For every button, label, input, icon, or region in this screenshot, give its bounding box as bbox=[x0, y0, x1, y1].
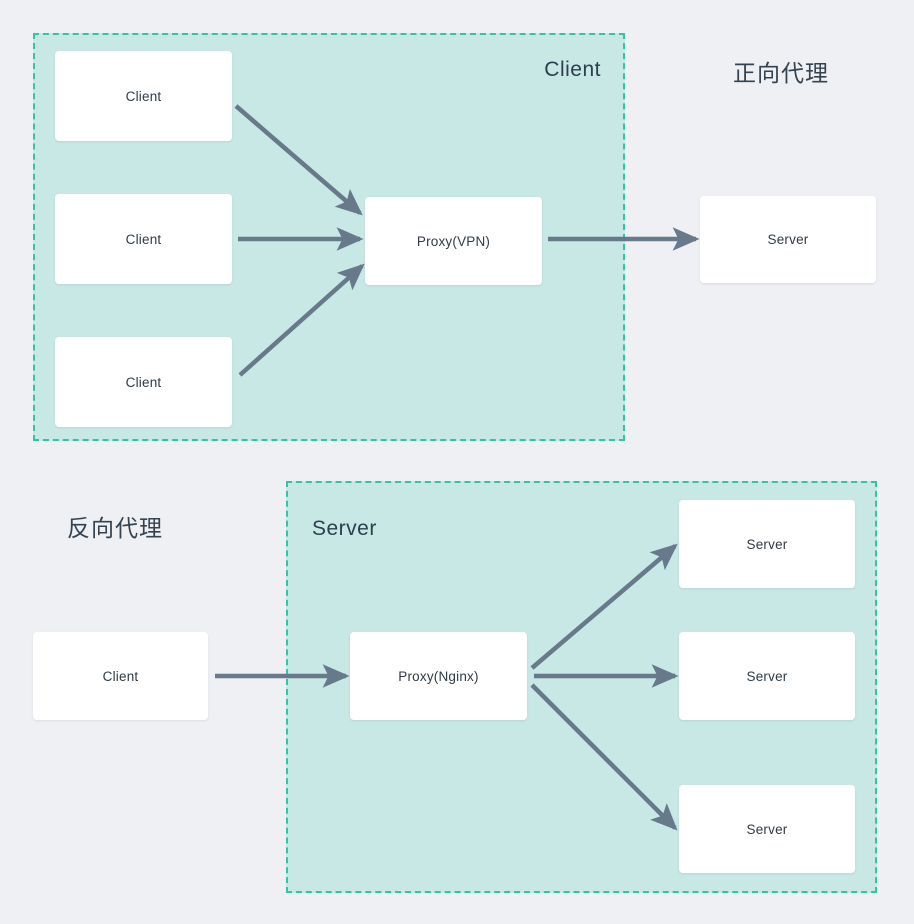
region-client-label: Client bbox=[544, 58, 601, 81]
node-server-2[interactable]: Server bbox=[679, 632, 855, 720]
node-client-1-label: Client bbox=[125, 88, 162, 104]
node-proxy-vpn[interactable]: Proxy(VPN) bbox=[365, 197, 542, 285]
node-client-2-label: Client bbox=[125, 231, 162, 247]
node-proxy-vpn-label: Proxy(VPN) bbox=[416, 233, 491, 249]
node-client-reverse[interactable]: Client bbox=[33, 632, 208, 720]
node-client-3[interactable]: Client bbox=[55, 337, 232, 427]
node-server-forward-label: Server bbox=[767, 232, 809, 247]
node-proxy-nginx[interactable]: Proxy(Nginx) bbox=[350, 632, 527, 720]
node-server-1-label: Server bbox=[746, 536, 788, 552]
node-proxy-nginx-label: Proxy(Nginx) bbox=[398, 668, 479, 684]
node-client-1[interactable]: Client bbox=[55, 51, 232, 141]
node-server-3[interactable]: Server bbox=[679, 785, 855, 873]
node-server-3-label: Server bbox=[746, 821, 788, 837]
title-reverse-proxy: 反向代理 bbox=[67, 515, 163, 541]
node-server-1[interactable]: Server bbox=[679, 500, 855, 588]
node-server-forward[interactable]: Server bbox=[700, 196, 876, 283]
node-client-2[interactable]: Client bbox=[55, 194, 232, 284]
region-server-label: Server bbox=[312, 517, 377, 540]
title-forward-proxy: 正向代理 bbox=[733, 60, 829, 86]
node-server-2-label: Server bbox=[746, 668, 788, 684]
node-client-3-label: Client bbox=[125, 374, 162, 390]
node-client-reverse-label: Client bbox=[102, 668, 139, 684]
